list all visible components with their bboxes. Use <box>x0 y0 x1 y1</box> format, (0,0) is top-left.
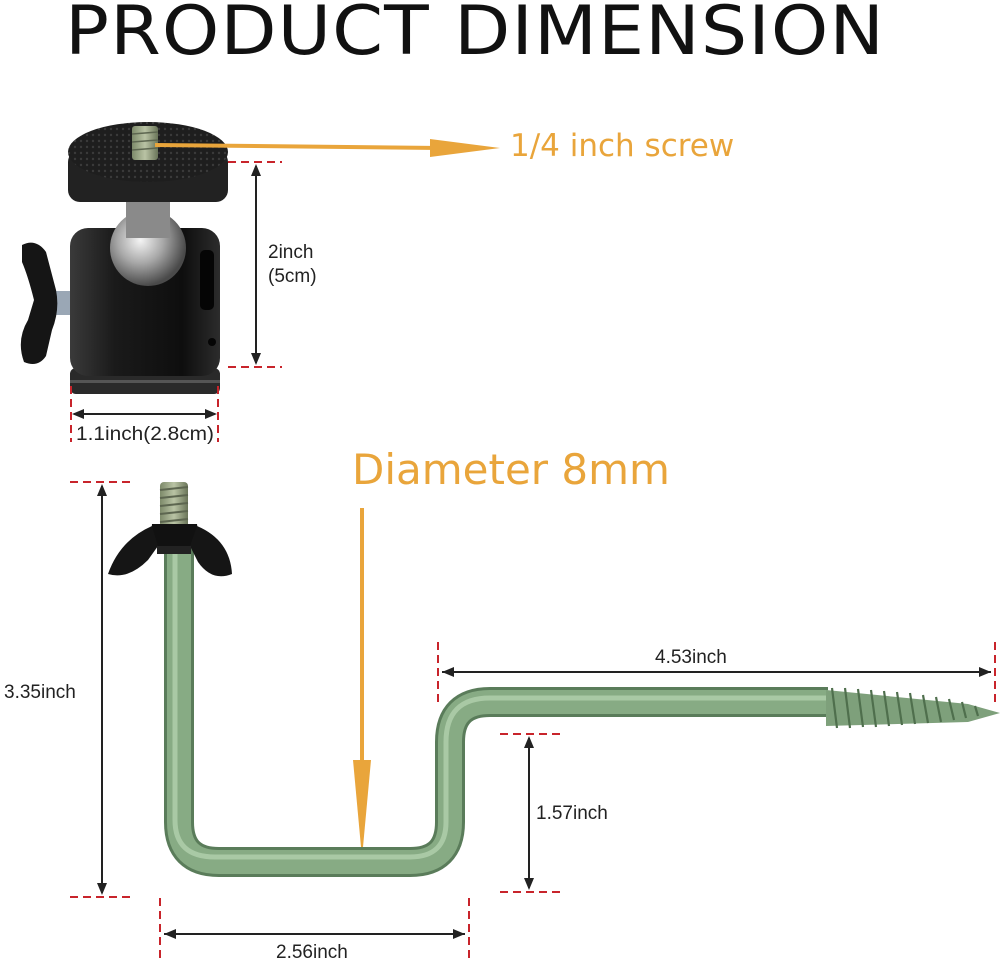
screw-callout-label: 1/4 inch screw <box>510 128 734 164</box>
top-threaded-stud <box>159 482 189 530</box>
ball-head-height-dimension <box>228 161 282 368</box>
bracket-height-dimension <box>70 481 132 898</box>
lag-screw-tip <box>826 687 1000 729</box>
ball-head-height-label-metric: (5cm) <box>268 266 317 287</box>
offset-height-label: 1.57inch <box>536 803 608 824</box>
ball-head-height-label: 2inch <box>268 242 313 263</box>
page-title: PRODUCT DIMENSION <box>65 0 885 71</box>
bracket-height-label: 3.35inch <box>4 682 76 703</box>
diameter-callout-arrow <box>353 508 371 858</box>
thumb-knob <box>20 242 74 364</box>
z-bracket-image <box>108 482 1000 877</box>
base-width-dimension <box>159 898 470 958</box>
screw-callout-arrow <box>154 139 500 157</box>
wing-nut <box>108 524 232 577</box>
ball-head-mount-image <box>20 122 228 394</box>
ball-head-width-label: 1.1inch(2.8cm) <box>76 424 214 445</box>
ball-head-width-dimension <box>70 386 219 442</box>
offset-height-dimension <box>500 733 560 893</box>
arm-length-label: 4.53inch <box>655 647 727 668</box>
diameter-callout-label: Diameter 8mm <box>352 445 670 494</box>
base-width-label: 2.56inch <box>276 942 348 963</box>
arm-length-dimension <box>437 642 996 705</box>
